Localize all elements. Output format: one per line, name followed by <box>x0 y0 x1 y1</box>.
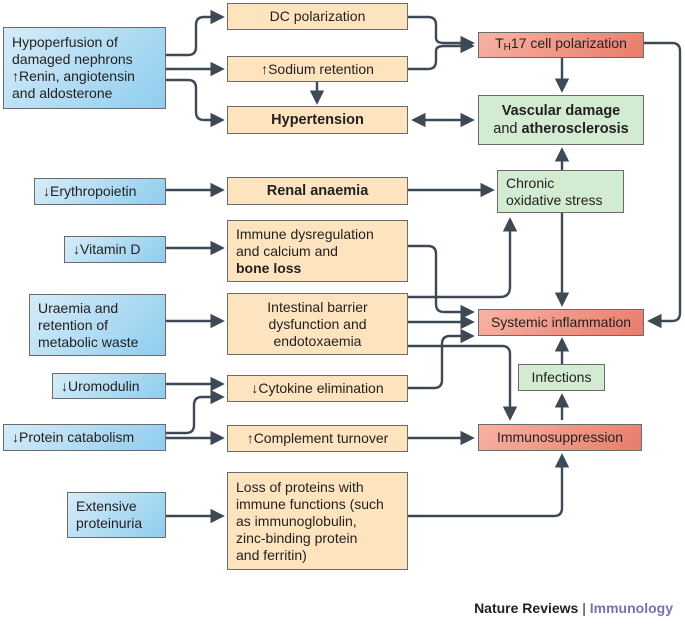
mechanism-dc-polarization: DC polarization <box>227 3 408 30</box>
outcome-oxidative-line-2: oxidative stress <box>506 191 603 208</box>
mechanism-renal-anaemia-label: Renal anaemia <box>266 183 369 199</box>
arrow-dc-th17 <box>408 15 475 51</box>
brand-journal: Nature Reviews <box>474 600 579 616</box>
outcome-oxidative-stress: Chronic oxidative stress <box>497 170 624 213</box>
mechanism-hypertension: Hypertension <box>227 106 408 134</box>
journal-brand: Nature Reviews | Immunology <box>474 600 673 616</box>
cause-uromodulin-label: ↓Uromodulin <box>61 377 140 394</box>
outcome-oxidative-line-1: Chronic <box>506 174 555 191</box>
arrow-intestinal-immunosuppression <box>408 344 518 421</box>
mechanism-dc-polarization-label: DC polarization <box>269 8 366 24</box>
arrow-hypo-hypertension <box>166 78 225 128</box>
arrow-intestinal-oxidative <box>408 217 518 299</box>
arrow-immune-inflammation <box>408 244 475 320</box>
outcome-immunosuppression-label: Immunosuppression <box>496 429 624 445</box>
mechanism-sodium-retention: ↑Sodium retention <box>227 56 408 82</box>
outcome-immunosuppression: Immunosuppression <box>478 424 642 451</box>
cause-proteinuria-line-1: Extensive <box>76 498 137 514</box>
brand-separator: | <box>582 600 586 616</box>
cause-hypoperfusion-line-3: ↑Renin, angiotensin <box>12 68 135 84</box>
outcome-vascular-damage: Vascular damage and atherosclerosis <box>478 95 644 145</box>
arrow-th17-inflammation <box>644 41 682 329</box>
cause-proteinuria-line-2: proteinuria <box>76 515 143 531</box>
cause-protein-catabolism-label: ↓Protein catabolism <box>12 429 135 445</box>
outcome-systemic-inflammation-label: Systemic inflammation <box>490 314 632 330</box>
mechanism-loss-line-4: zinc-binding protein <box>236 529 358 546</box>
cause-hypoperfusion: Hypoperfusion of damaged nephrons ↑Renin… <box>3 27 166 109</box>
cause-hypoperfusion-line-4: and aldosterone <box>12 85 113 101</box>
mechanism-loss-line-2: immune functions (such <box>236 495 384 512</box>
mechanism-intestinal-barrier: Intestinal barrier dysfunction and endot… <box>227 293 408 355</box>
outcome-systemic-inflammation: Systemic inflammation <box>478 309 644 336</box>
arrow-hypo-dc <box>166 9 225 57</box>
mechanism-loss-line-3: as immunoglobulin, <box>236 512 357 529</box>
mechanism-loss-of-proteins: Loss of proteins with immune functions (… <box>227 472 408 570</box>
outcome-th17-suffix: 17 cell polarization <box>510 34 627 51</box>
cause-erythropoietin-label: ↓Erythropoietin <box>43 183 137 199</box>
mechanism-sodium-retention-label: ↑Sodium retention <box>261 60 374 77</box>
mechanism-intestinal-line-1: Intestinal barrier <box>267 298 368 315</box>
mechanism-cytokine-elimination: ↓Cytokine elimination <box>227 375 408 402</box>
outcome-th17-polarization: TH17 cell polarization <box>478 32 644 58</box>
cause-uraemia: Uraemia and retention of metabolic waste <box>29 294 166 356</box>
cause-hypoperfusion-line-1: Hypoperfusion of <box>12 34 118 50</box>
cause-uraemia-line-2: retention of <box>38 316 109 333</box>
arrow-loss-immunosuppression <box>408 453 570 518</box>
arrow-sodium-th17 <box>408 38 475 71</box>
cause-proteinuria: Extensive proteinuria <box>67 492 166 538</box>
outcome-th17-sub: H <box>503 41 511 53</box>
outcome-th17-prefix: T <box>495 34 504 51</box>
cause-protein-catabolism: ↓Protein catabolism <box>3 424 166 451</box>
cause-vitamin-d-label: ↓Vitamin D <box>73 241 141 257</box>
outcome-vascular-line-1: Vascular damage <box>501 103 621 119</box>
cause-vitamin-d: ↓Vitamin D <box>64 236 166 263</box>
mechanism-hypertension-label: Hypertension <box>271 112 364 128</box>
outcome-th17-label: TH17 cell polarization <box>495 35 627 56</box>
mechanism-immune-line-3: bone loss <box>236 259 302 276</box>
outcome-infections: Infections <box>518 364 605 391</box>
mechanism-intestinal-line-2: dysfunction and <box>268 315 367 332</box>
mechanism-complement-turnover-label: ↑Complement turnover <box>246 430 389 446</box>
outcome-vascular-and: and <box>493 121 518 137</box>
mechanism-complement-turnover: ↑Complement turnover <box>227 425 408 452</box>
arrow-catabolism-cytokine <box>166 389 225 435</box>
cause-uraemia-line-1: Uraemia and <box>38 299 119 316</box>
outcome-infections-label: Infections <box>531 369 592 385</box>
mechanism-loss-line-1: Loss of proteins with <box>236 478 364 495</box>
mechanism-immune-dysregulation: Immune dysregulation and calcium and bon… <box>227 220 408 282</box>
mechanism-cytokine-elimination-label: ↓Cytokine elimination <box>251 380 384 396</box>
arrow-cytokine-inflammation <box>408 328 475 390</box>
mechanism-renal-anaemia: Renal anaemia <box>227 177 408 205</box>
brand-section: Immunology <box>589 600 673 616</box>
mechanism-immune-line-1: Immune dysregulation <box>236 225 374 242</box>
mechanism-loss-line-5: and ferritin) <box>236 546 307 563</box>
outcome-vascular-atherosclerosis: atherosclerosis <box>521 121 629 137</box>
mechanism-immune-line-2: and calcium and <box>236 242 338 259</box>
cause-erythropoietin: ↓Erythropoietin <box>34 178 166 205</box>
cause-uraemia-line-3: metabolic waste <box>38 333 139 350</box>
outcome-vascular-line-2: and atherosclerosis <box>493 120 628 138</box>
mechanism-intestinal-line-3: endotoxaemia <box>273 332 362 349</box>
cause-hypoperfusion-line-2: damaged nephrons <box>12 51 133 67</box>
cause-uromodulin: ↓Uromodulin <box>52 373 166 399</box>
